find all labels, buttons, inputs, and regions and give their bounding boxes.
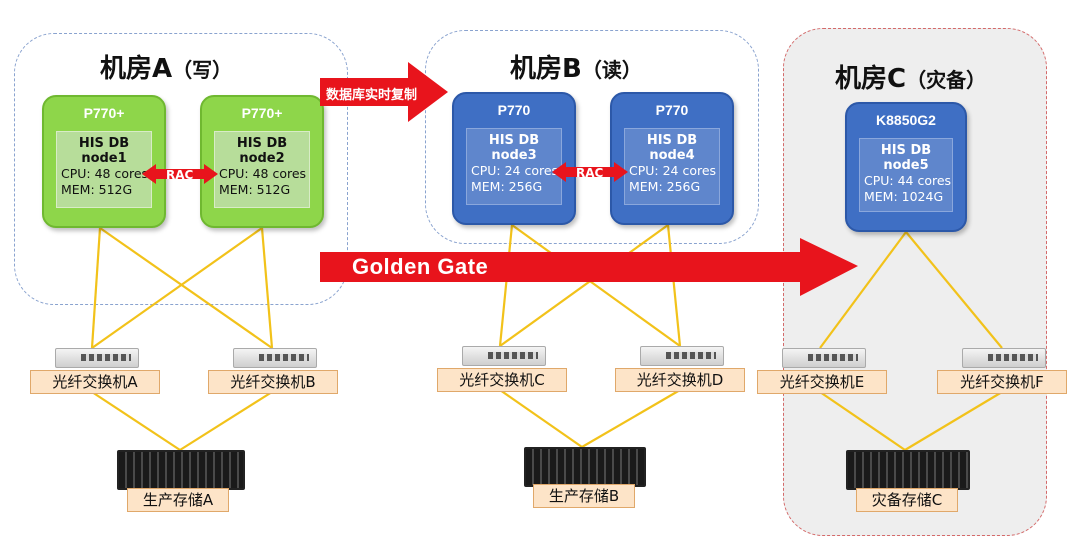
link-line (99, 227, 273, 349)
rac-arrow-b (552, 162, 628, 182)
link-line (498, 224, 514, 347)
link-line (819, 391, 906, 451)
room-a (14, 33, 348, 305)
rac-arrow-a (142, 164, 218, 184)
switch-device-f (962, 348, 1046, 368)
storage-device-c (846, 450, 970, 490)
switch-device-d (640, 346, 724, 366)
switch-label-b: 光纤交换机B (208, 370, 338, 394)
switch-device-c (462, 346, 546, 366)
switch-label-a: 光纤交换机A (30, 370, 160, 394)
link-line (905, 231, 1003, 349)
node-info: HIS DB node3 CPU: 24 cores MEM: 256G (466, 128, 562, 205)
node-cpu: CPU: 44 cores (864, 173, 952, 188)
switch-label-f: 光纤交换机F (937, 370, 1067, 394)
node-model: P770 (497, 102, 531, 118)
room-a-title: 机房A（写） (100, 54, 233, 84)
rac-label-a: RAC (166, 168, 194, 182)
replication-arrow (320, 62, 448, 122)
node-mem: MEM: 256G (471, 179, 543, 194)
node-name: HIS DB node3 (488, 133, 540, 163)
storage-device-a (117, 450, 245, 490)
switch-device-a (55, 348, 139, 368)
goldengate-label: Golden Gate (352, 254, 489, 279)
node-cpu: CPU: 24 cores (629, 163, 717, 178)
node-mem: MEM: 512G (61, 182, 133, 197)
link-line (499, 389, 583, 448)
room-b-title: 机房B（读） (510, 54, 642, 84)
room-c-title: 机房C（灾备） (835, 64, 987, 94)
link-line (819, 231, 907, 349)
link-line (581, 389, 681, 448)
switch-device-b (233, 348, 317, 368)
switch-device-e (782, 348, 866, 368)
node-mem: MEM: 1024G (864, 189, 944, 204)
room-b (425, 30, 759, 244)
node-model: K8850G2 (876, 112, 936, 128)
link-line (91, 391, 181, 451)
storage-label-a: 生产存储A (127, 488, 229, 512)
storage-label-b: 生产存储B (533, 484, 635, 508)
node-2: P770+ HIS DB node2 CPU: 48 cores MEM: 51… (200, 95, 324, 228)
link-line (90, 227, 102, 349)
replication-label: 数据库实时复制 (326, 88, 418, 103)
switch-label-c: 光纤交换机C (437, 368, 567, 392)
node-4: P770 HIS DB node4 CPU: 24 cores MEM: 256… (610, 92, 734, 225)
node-name: HIS DB node2 (236, 136, 288, 166)
node-name: HIS DB node5 (880, 143, 932, 173)
node-info: HIS DB node4 CPU: 24 cores MEM: 256G (624, 128, 720, 205)
link-line (179, 391, 273, 451)
link-line (260, 227, 274, 349)
link-line (666, 224, 682, 347)
node-model: P770+ (241, 105, 283, 121)
node-5: K8850G2 HIS DB node5 CPU: 44 cores MEM: … (845, 102, 967, 232)
switch-label-d: 光纤交换机D (615, 368, 745, 392)
switch-label-e: 光纤交换机E (757, 370, 887, 394)
node-model: P770 (655, 102, 689, 118)
goldengate-arrow (320, 238, 858, 296)
node-info: HIS DB node2 CPU: 48 cores MEM: 512G (214, 131, 310, 208)
node-mem: MEM: 512G (219, 182, 291, 197)
link-line (91, 227, 263, 349)
storage-device-b (524, 447, 646, 487)
node-model: P770+ (83, 105, 125, 121)
storage-label-c: 灾备存储C (856, 488, 958, 512)
link-line (511, 224, 681, 347)
node-mem: MEM: 256G (629, 179, 701, 194)
node-1: P770+ HIS DB node1 CPU: 48 cores MEM: 51… (42, 95, 166, 228)
node-info: HIS DB node5 CPU: 44 cores MEM: 1024G (859, 138, 953, 212)
node-name: HIS DB node1 (78, 136, 130, 166)
rac-label-b: RAC (576, 166, 604, 180)
node-cpu: CPU: 24 cores (471, 163, 559, 178)
node-name: HIS DB node4 (646, 133, 698, 163)
link-line (904, 391, 1003, 451)
node-cpu: CPU: 48 cores (219, 166, 307, 181)
node-cpu: CPU: 48 cores (61, 166, 149, 181)
node-3: P770 HIS DB node3 CPU: 24 cores MEM: 256… (452, 92, 576, 225)
link-line (499, 224, 669, 347)
